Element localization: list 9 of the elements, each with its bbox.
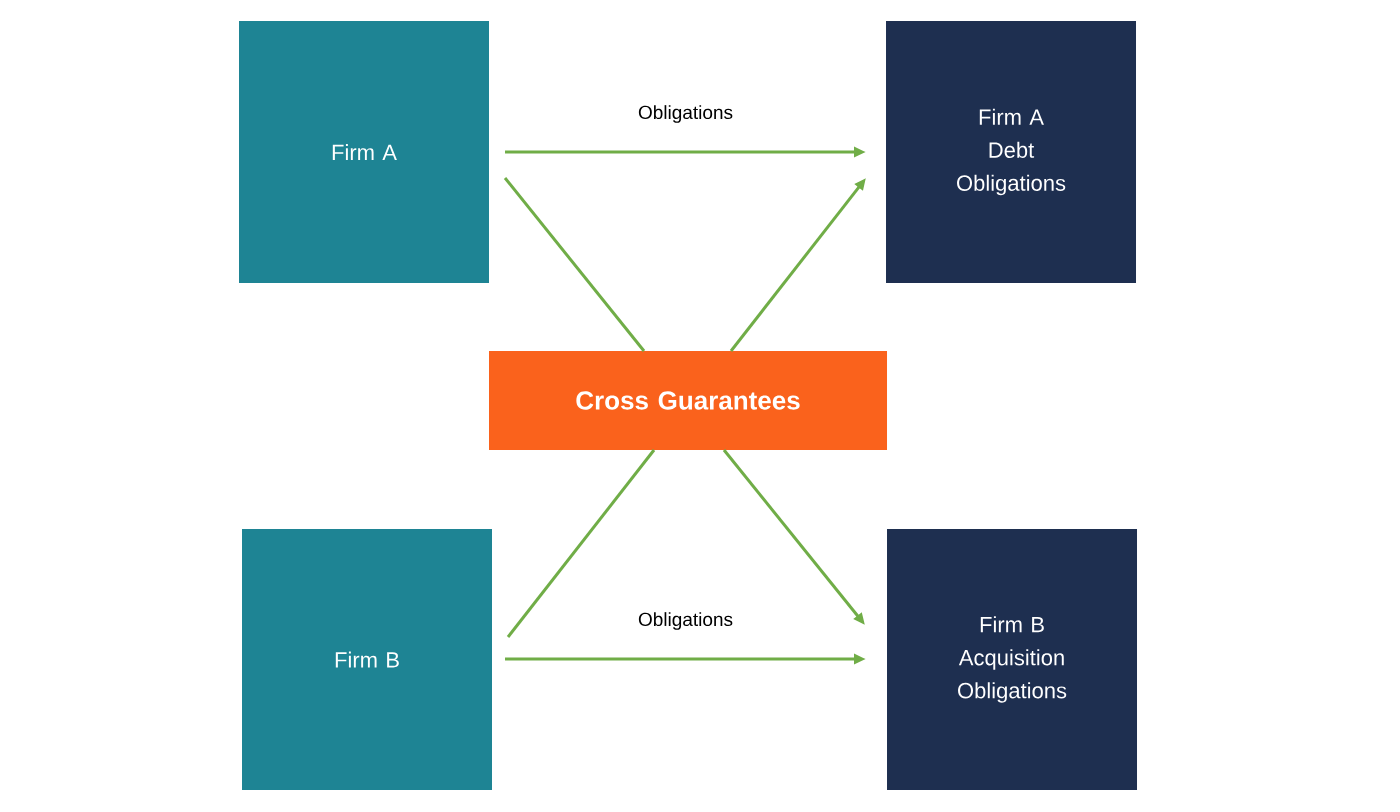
guarantee-box: Cross Guarantees [489, 351, 887, 450]
connector-line [503, 177, 646, 352]
firm-box: Firm B [242, 529, 492, 790]
edge-label: Obligations [636, 103, 736, 125]
connector-line [506, 449, 656, 638]
firm-box: Firm A [239, 21, 489, 283]
obligation-box: Firm B Acquisition Obligations [887, 529, 1137, 790]
obligation-box: Firm A Debt Obligations [886, 21, 1136, 283]
edge-label: Obligations [636, 610, 736, 632]
